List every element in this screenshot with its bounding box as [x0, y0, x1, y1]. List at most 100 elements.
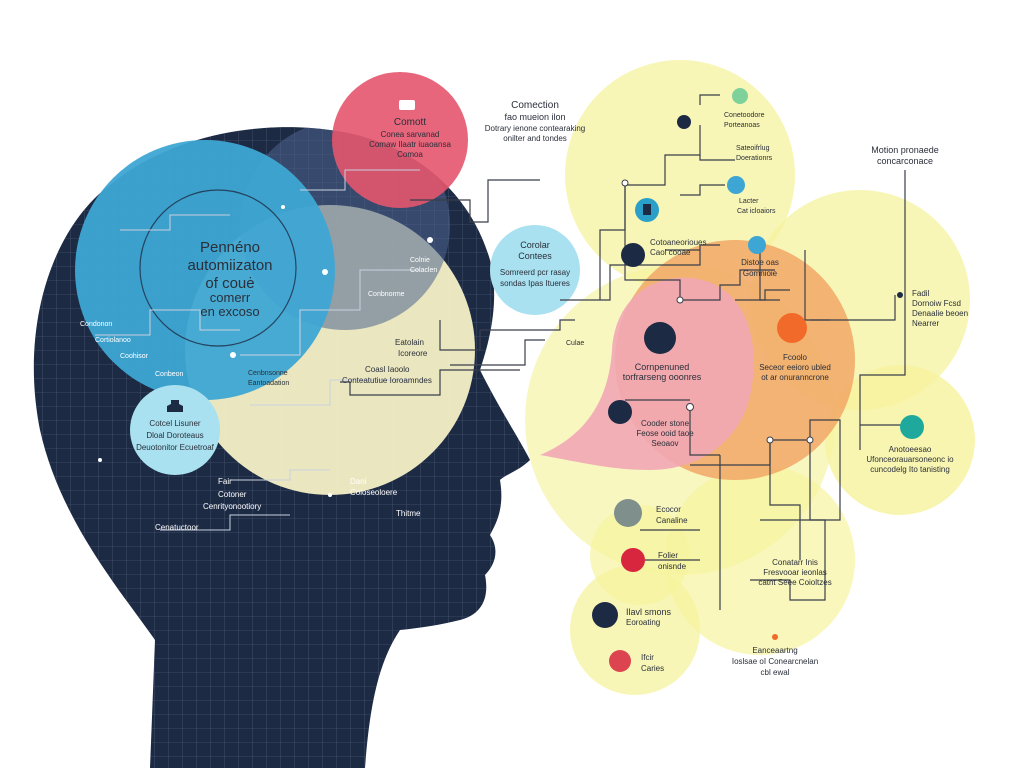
heart-icon — [609, 650, 631, 672]
svg-text:Conetoodore: Conetoodore — [724, 112, 765, 119]
svg-text:Eoroating: Eoroating — [626, 618, 660, 627]
svg-text:Ilavl smons: Ilavl smons — [626, 607, 672, 617]
top-caption-line-3: Dotrary ienone contearaking — [485, 124, 586, 133]
pink-speech-bubble — [540, 277, 754, 470]
top-caption-line-1: Comection — [511, 100, 559, 111]
right-node-13: Folier onisnde — [621, 548, 687, 572]
red-topic-line-3: Comoa — [397, 150, 423, 159]
red-topic-line-1: Conea sarvanad — [381, 130, 440, 139]
head-label: Conbnorme — [368, 291, 405, 298]
svg-text:Seceor eeioro ubled: Seceor eeioro ubled — [759, 363, 831, 372]
person-icon — [748, 236, 766, 254]
head-label: Colaclen — [410, 267, 437, 274]
svg-text:Nearrer: Nearrer — [912, 319, 939, 328]
top-caption-line-2: fao mueion ilon — [504, 112, 565, 122]
top-caption-line-4: onilter and tondes — [503, 134, 567, 143]
svg-text:Ifcir: Ifcir — [641, 653, 654, 662]
bottom-caption: Eanceaartng Ioslsae oI Conearcnelan cbl … — [732, 634, 818, 677]
head-label: Eantoadation — [248, 380, 289, 387]
head-label: Condonon — [80, 321, 112, 328]
head-title-line-5: en excoso — [200, 304, 259, 319]
plug-icon — [621, 548, 645, 572]
pen-icon — [677, 115, 691, 129]
svg-text:Doerationrs: Doerationrs — [736, 155, 773, 162]
svg-text:Lacter: Lacter — [739, 198, 759, 205]
svg-text:Anotoeesao: Anotoeesao — [889, 445, 932, 454]
connector-lines — [340, 94, 906, 610]
top-caption: Comection fao mueion ilon Dotrary ienone… — [485, 100, 586, 143]
svg-text:Ufonceorauarsoneonc io: Ufonceorauarsoneonc io — [866, 455, 954, 464]
red-topic-circle — [332, 72, 468, 208]
svg-text:Caries: Caries — [641, 664, 664, 673]
svg-text:Conatarr Inis: Conatarr Inis — [772, 558, 818, 567]
mini-label: Culae — [566, 340, 584, 347]
red-topic-title: Comott — [394, 117, 426, 128]
head-circuit-lines — [95, 169, 433, 531]
svg-text:Folier: Folier — [658, 551, 678, 560]
head-label: Conbeon — [155, 371, 184, 378]
right-caption-line-2: concarconace — [877, 156, 933, 166]
sub-caption: Conatarr Inis Fresvooar ieonlas catnt Se… — [758, 558, 831, 587]
chart-icon — [732, 88, 748, 104]
right-node-4 — [635, 198, 659, 222]
svg-text:Fadil: Fadil — [912, 289, 930, 298]
svg-text:cuncodelg Ito tanisting: cuncodelg Ito tanisting — [870, 465, 950, 474]
head-label: Cenrityonootiory — [203, 502, 261, 511]
light-blue-line-4: sondas Ipas Itueres — [500, 279, 570, 288]
light-blue-line-1: Corolar — [520, 240, 550, 250]
svg-text:Porteanoas: Porteanoas — [724, 122, 760, 129]
right-node-1: Conetoodore Porteanoas — [724, 88, 765, 129]
head-label: Fair — [218, 477, 232, 486]
svg-text:Caol cooae: Caol cooae — [650, 248, 691, 257]
svg-text:Dornoiw Fcsd: Dornoiw Fcsd — [912, 299, 961, 308]
head-center-title: Pennéno automiizaton of couė comerr en e… — [187, 239, 272, 319]
right-node-12: Ecocor Canaline — [614, 499, 688, 527]
head-title-line-3: of couė — [205, 275, 254, 292]
red-topic-line-2: Comaw Ilaatr iuaoansa — [369, 140, 451, 149]
head-label: Cortiolanoo — [95, 337, 131, 344]
right-node-14: Ilavl smons Eoroating — [592, 602, 672, 628]
small-blue-topic-circle — [130, 385, 220, 475]
svg-text:torfrarseng ooonres: torfrarseng ooonres — [623, 372, 702, 382]
svg-text:Ioslsae oI Conearcnelan: Ioslsae oI Conearcnelan — [732, 657, 818, 666]
svg-text:Canaline: Canaline — [656, 516, 688, 525]
right-caption-line-1: Motion pronaede — [871, 145, 939, 155]
svg-text:Eanceaartng: Eanceaartng — [752, 646, 797, 655]
right-caption-top: Motion pronaede concarconace — [871, 145, 939, 166]
head-title-line-4: comerr — [210, 290, 251, 305]
right-node-2: Sateoifrlug Doerationrs — [677, 115, 773, 162]
cart-icon — [644, 322, 676, 354]
svg-text:onisnde: onisnde — [658, 562, 687, 571]
svg-text:Cornpenuned: Cornpenuned — [635, 362, 690, 372]
head-label: Conteatutiue Ioroamndes — [342, 376, 432, 385]
head-label: Thitme — [396, 509, 421, 518]
head-label: Cotoner — [218, 490, 247, 499]
right-node-11: Anotoeesao Ufonceorauarsoneonc io cuncod… — [866, 415, 954, 474]
head-label: Colnie — [410, 257, 430, 264]
right-node-6: Distoe oas Gomnioie — [741, 236, 779, 278]
head-label: Coloseoloere — [350, 488, 398, 497]
svg-text:Fresvooar ieonlas: Fresvooar ieonlas — [763, 568, 827, 577]
dot-icon — [900, 415, 924, 439]
right-node-15: Ifcir Caries — [609, 650, 664, 673]
head-labels: Condonon Cortiolanoo Coohisor Conbeon Co… — [80, 257, 437, 532]
right-node-9: Fadil Dornoiw Fcsd Denaalie beoen Nearre… — [897, 289, 968, 328]
tool-icon — [608, 400, 632, 424]
head-label: Cenbnsonne — [248, 370, 288, 377]
right-node-7: Cornpenuned torfrarseng ooonres — [623, 322, 702, 382]
clip-icon — [727, 176, 745, 194]
light-blue-line-2: Contees — [518, 251, 552, 261]
head-label: Coasl Iaoolo — [365, 365, 410, 374]
right-node-5: Cotoaneorioues Caol cooae — [621, 238, 706, 267]
small-blue-line-3: Deuotonitor Ecuetroaf — [136, 443, 215, 452]
svg-text:Cotoaneorioues: Cotoaneorioues — [650, 238, 706, 247]
person-icon — [167, 400, 183, 412]
bulb-icon — [592, 602, 618, 628]
pin-icon — [897, 292, 903, 298]
gear-icon — [777, 313, 807, 343]
red-topic-content: Comott Conea sarvanad Comaw Ilaatr iuaoa… — [369, 100, 451, 159]
svg-text:Feose ooid taoe: Feose ooid taoe — [636, 429, 694, 438]
box-icon — [614, 499, 642, 527]
small-blue-line-2: Dloal Doroteaus — [146, 431, 203, 440]
